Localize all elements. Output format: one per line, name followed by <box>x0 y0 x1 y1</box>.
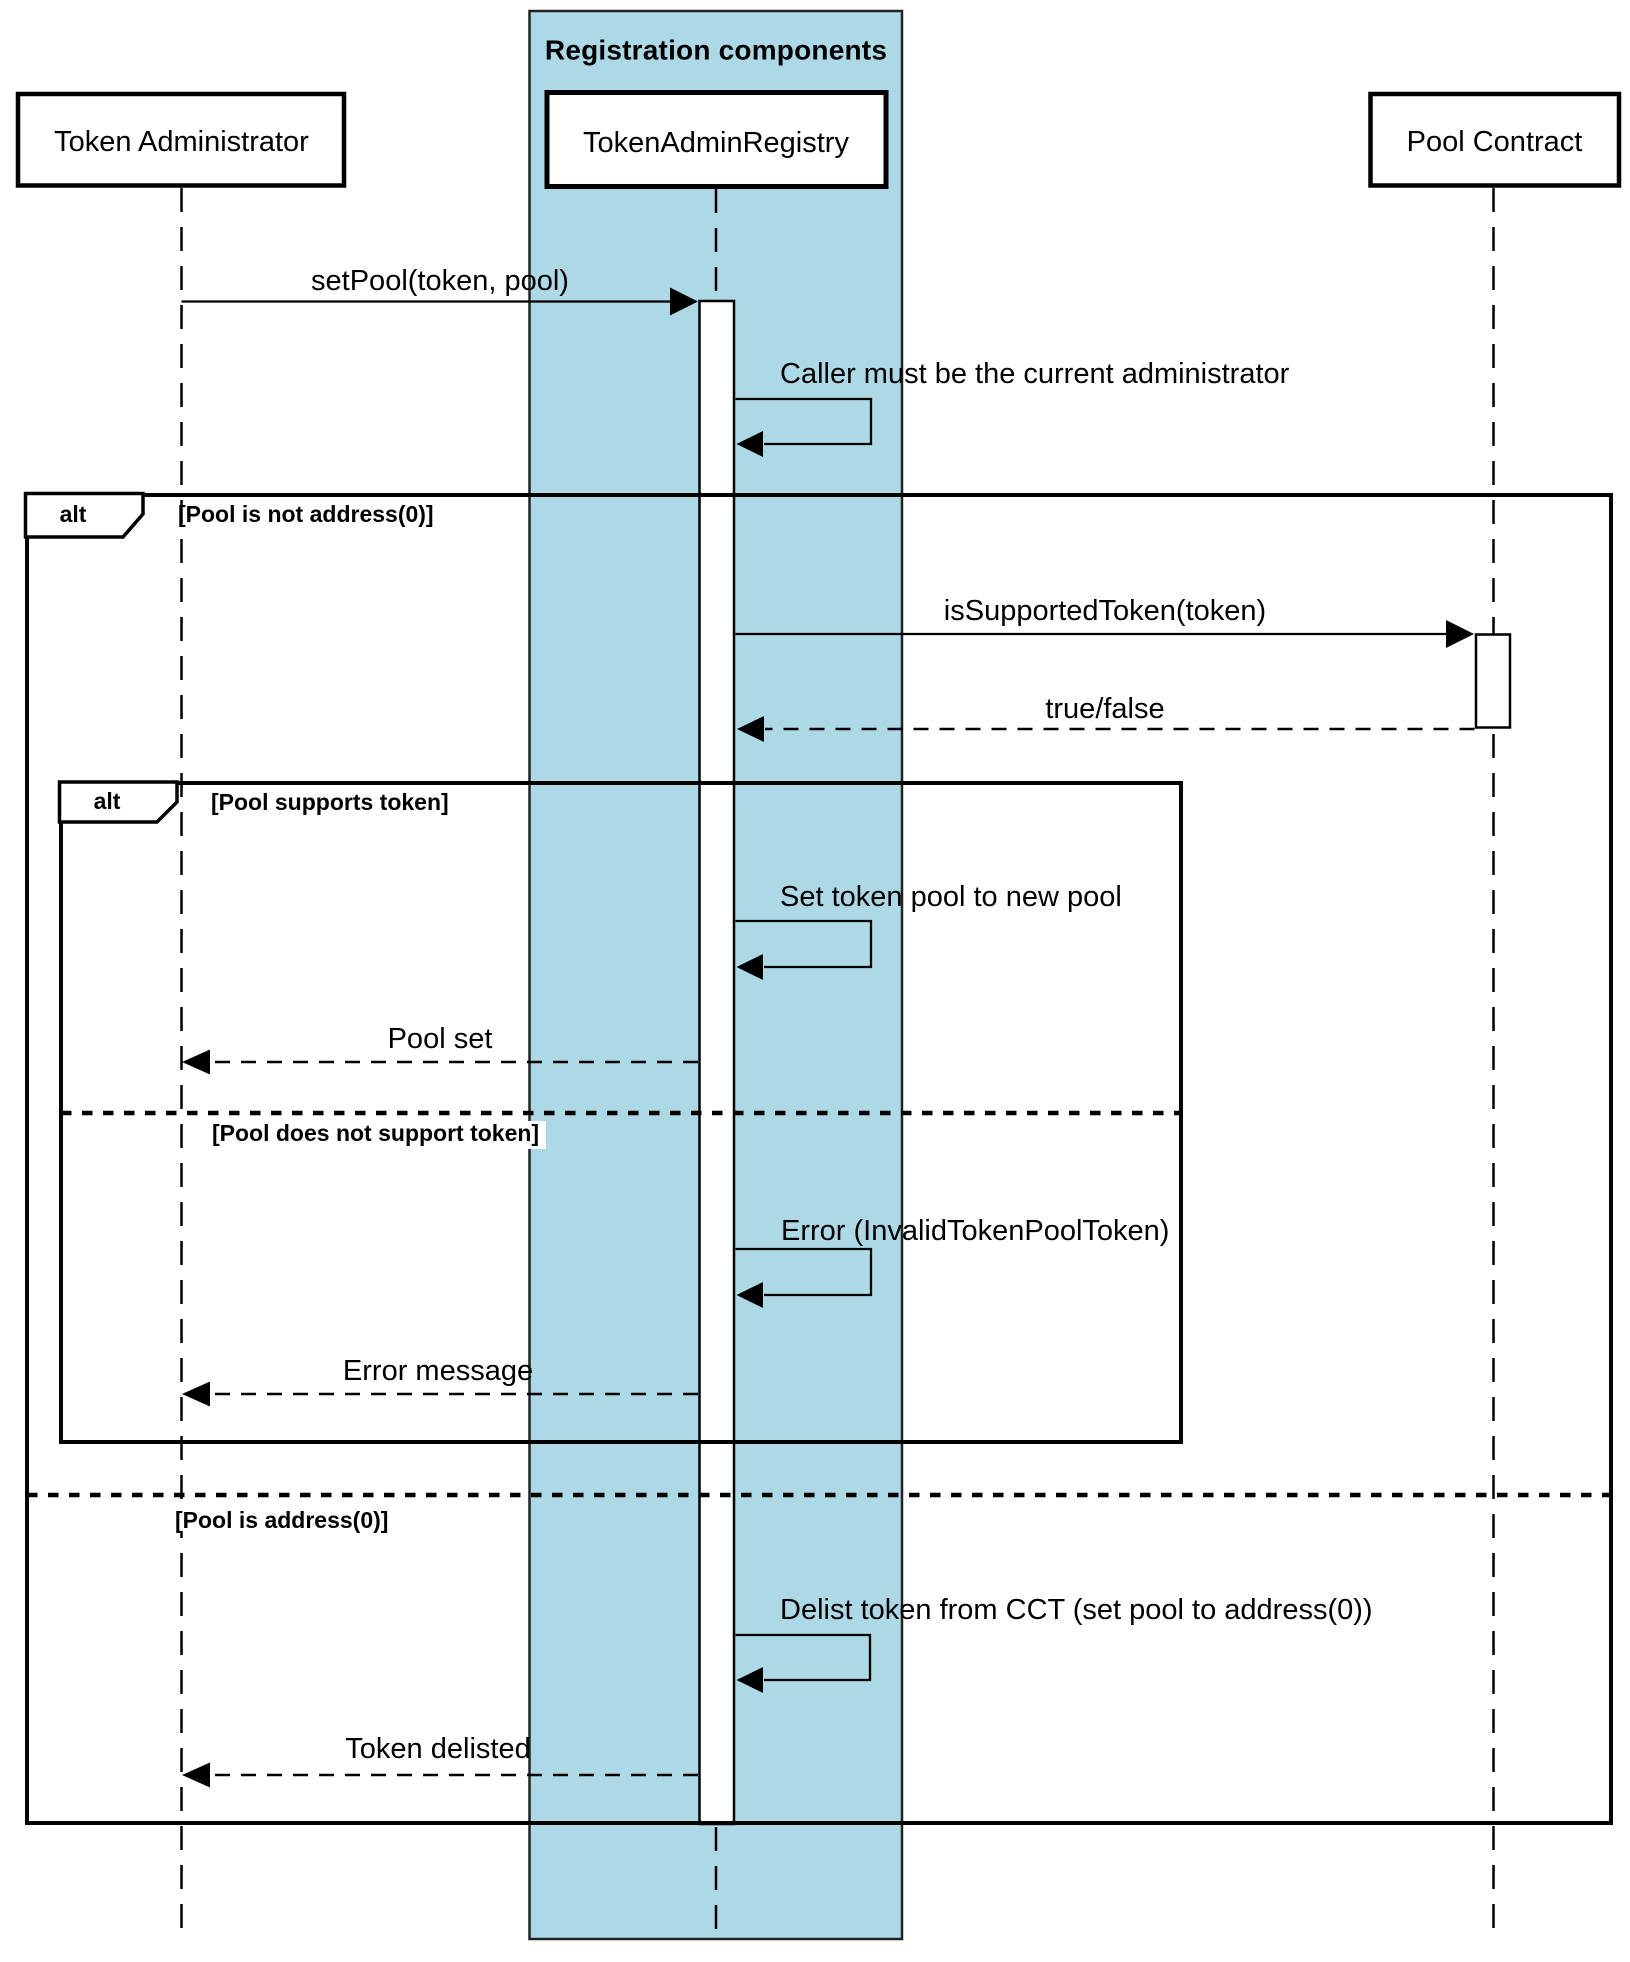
svg-text:Caller must be the current adm: Caller must be the current administrator <box>780 358 1290 390</box>
svg-text:Error message: Error message <box>343 1355 533 1387</box>
svg-text:Pool Contract: Pool Contract <box>1407 126 1583 158</box>
svg-text:Token Administrator: Token Administrator <box>54 126 309 158</box>
svg-text:Registration components: Registration components <box>545 35 887 66</box>
svg-text:[Pool does not support token]: [Pool does not support token] <box>212 1120 539 1146</box>
svg-text:alt: alt <box>94 788 121 814</box>
svg-text:[Pool is not address(0)]: [Pool is not address(0)] <box>178 501 434 527</box>
svg-text:TokenAdminRegistry: TokenAdminRegistry <box>583 127 849 159</box>
svg-text:setPool(token, pool): setPool(token, pool) <box>311 265 569 297</box>
svg-text:Error (InvalidTokenPoolToken): Error (InvalidTokenPoolToken) <box>781 1215 1169 1247</box>
svg-text:[Pool supports token]: [Pool supports token] <box>211 789 449 815</box>
svg-text:alt: alt <box>60 501 87 527</box>
svg-text:isSupportedToken(token): isSupportedToken(token) <box>944 595 1266 627</box>
svg-text:Pool set: Pool set <box>388 1023 493 1055</box>
svg-text:[Pool is address(0)]: [Pool is address(0)] <box>175 1507 388 1533</box>
svg-text:Set token pool to new pool: Set token pool to new pool <box>780 881 1122 913</box>
svg-text:Token delisted: Token delisted <box>345 1733 530 1765</box>
svg-text:true/false: true/false <box>1045 693 1164 725</box>
svg-text:Delist token from CCT (set poo: Delist token from CCT (set pool to addre… <box>780 1594 1373 1626</box>
